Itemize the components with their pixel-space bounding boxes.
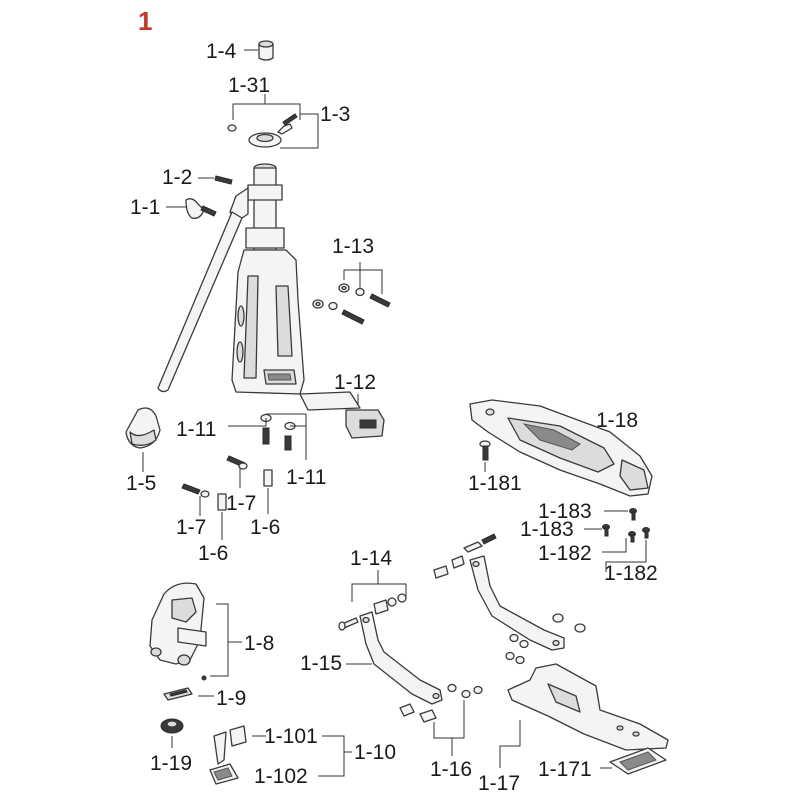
label-1-4: 1-4 [206, 40, 237, 63]
part-1-171-pad [609, 747, 667, 775]
part-1-5-heel-pad [125, 407, 161, 449]
part-1-19-roller [160, 718, 184, 734]
part-1-14-hardware [338, 533, 497, 631]
label-1-101: 1-101 [264, 725, 318, 748]
label-1-181: 1-181 [468, 472, 522, 495]
part-1-13-hardware [312, 283, 391, 325]
label-1-183-a: 1-183 [538, 500, 592, 523]
part-main-frame [157, 163, 305, 395]
label-1-11-b: 1-11 [286, 466, 326, 489]
part-1-6-bushing [217, 469, 273, 511]
part-1-181-bolt [479, 440, 491, 461]
label-1-10: 1-10 [354, 741, 396, 764]
label-1-171: 1-171 [538, 758, 592, 781]
part-1-16-hardware [399, 613, 586, 723]
label-1-15: 1-15 [300, 652, 342, 675]
part-1-11-hardware [260, 413, 296, 451]
label-1-2: 1-2 [162, 166, 192, 189]
part-1-2-bolt [214, 175, 233, 185]
label-1-13: 1-13 [332, 235, 374, 258]
label-1-182-b: 1-182 [604, 562, 658, 585]
label-1-7-a: 1-7 [226, 492, 256, 515]
label-1-182-a: 1-182 [538, 542, 592, 565]
label-1-31: 1-31 [228, 74, 270, 97]
label-1-11-a: 1-11 [176, 418, 216, 441]
part-1-15-link [359, 555, 565, 705]
label-1-3: 1-3 [320, 103, 350, 126]
label-1-183-b: 1-183 [520, 518, 574, 541]
part-1-183-screws [602, 508, 637, 537]
part-1-182-screws [628, 527, 650, 543]
leader-lines [142, 49, 647, 777]
label-1-19: 1-19 [150, 752, 192, 775]
label-1-7-b: 1-7 [176, 516, 206, 539]
label-1-8: 1-8 [244, 632, 274, 655]
label-1-6-a: 1-6 [250, 516, 280, 539]
label-1-6-b: 1-6 [198, 542, 228, 565]
label-1-102: 1-102 [254, 765, 308, 788]
part-1-4-cap [258, 40, 274, 61]
part-1-102-plate [209, 763, 239, 785]
label-1-18: 1-18 [596, 409, 638, 432]
part-1-3-clamp [248, 113, 298, 148]
part-1-18-footboard [469, 399, 653, 497]
label-1-12: 1-12 [334, 371, 376, 394]
label-1-1: 1-1 [130, 196, 160, 219]
label-1-5: 1-5 [126, 472, 156, 495]
figure-number: 1 [138, 6, 152, 36]
part-labels: 1-4 1-31 1-3 1-2 1-1 1-13 1-12 1-18 1-11… [126, 40, 658, 795]
part-1-9-key [163, 687, 193, 701]
label-1-16: 1-16 [430, 758, 472, 781]
part-1-101-bracket [213, 725, 247, 765]
part-1-8-cam-assembly [149, 582, 207, 681]
part-1-1-wing-bolt [185, 198, 217, 219]
part-1-17-base-plate [507, 663, 669, 751]
label-1-14: 1-14 [350, 547, 392, 570]
part-1-12-plate [299, 391, 385, 439]
label-1-9: 1-9 [216, 687, 246, 710]
part-1-7-hardware [181, 455, 248, 498]
part-1-31-washer [227, 124, 237, 132]
label-1-17: 1-17 [478, 772, 520, 795]
